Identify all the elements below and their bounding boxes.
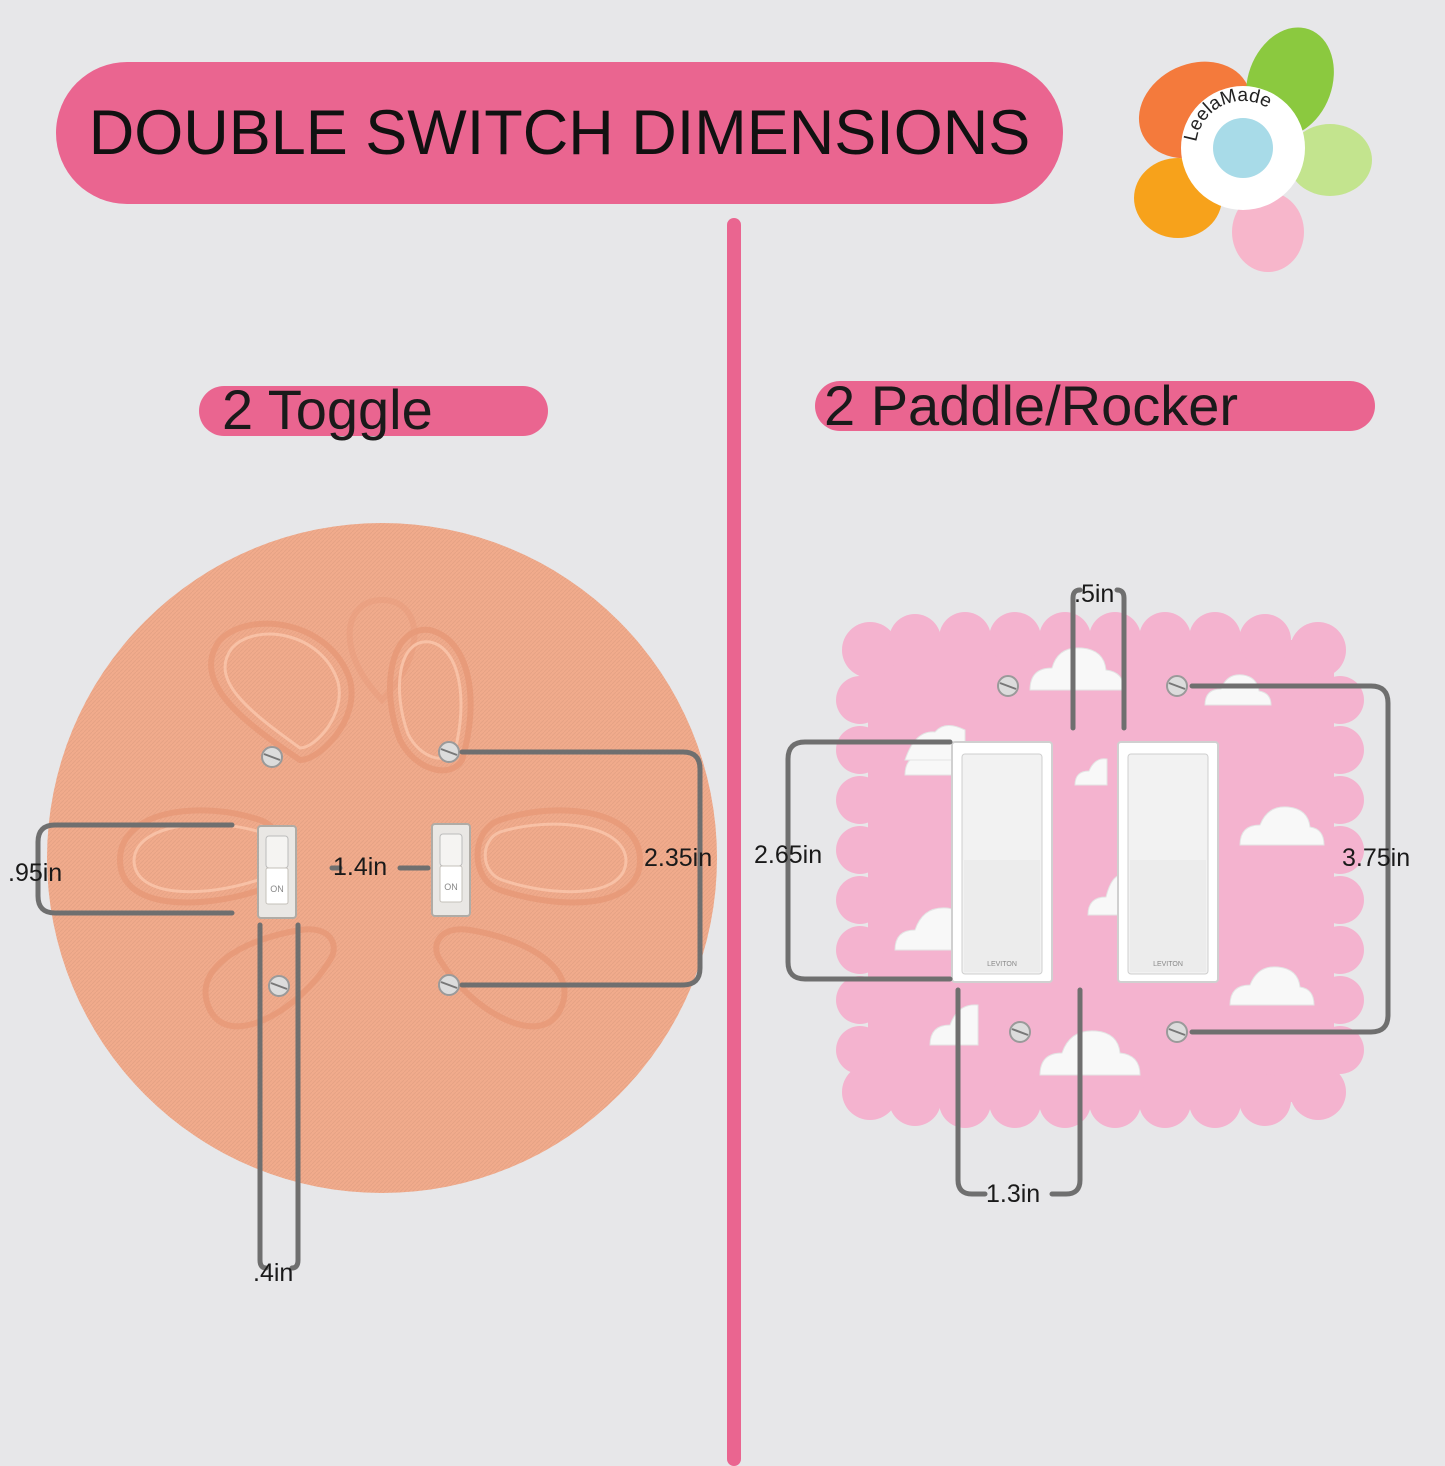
- rocker-section-label: 2 Paddle/Rocker: [824, 374, 1239, 437]
- rocker-label-pill: [815, 381, 1375, 431]
- leelamade-logo: LeelaMade: [1134, 27, 1372, 272]
- panel-divider: [727, 218, 741, 1466]
- switch-brand-left: LEVITON: [987, 961, 1017, 968]
- dim-line-screw-span-right: [1189, 683, 1391, 1035]
- dim-label-spacing: 1.4in: [333, 853, 388, 881]
- scalloped-rocker-plate: LEVITON LEVITON: [836, 612, 1364, 1128]
- toggle-label-pill: [199, 386, 548, 436]
- dim-line-screw-span: [459, 749, 703, 988]
- dim-label-opening-width: 1.3in: [986, 1180, 1041, 1208]
- dim-line-opening-width: [955, 987, 1083, 1197]
- dim-line-opening-height: [785, 739, 953, 982]
- toggle-screws: [261, 741, 460, 997]
- page-title: DOUBLE SWITCH DIMENSIONS: [88, 98, 1031, 168]
- dim-label-screw-span: 2.35in: [644, 844, 713, 872]
- toggle-dimension-lines: [35, 749, 703, 1271]
- dim-label-gap: .5in: [1074, 580, 1115, 608]
- dim-label-width: .4in: [253, 1259, 294, 1287]
- dim-label-opening-height: 2.65in: [754, 841, 823, 869]
- rocker-screws: [997, 675, 1188, 1043]
- rocker-switch-left: [951, 741, 1053, 983]
- dim-line-gap: [1070, 587, 1127, 731]
- switch-on-text-left: ON: [270, 884, 284, 894]
- switch-brand-right: LEVITON: [1153, 961, 1183, 968]
- dim-label-height: .95in: [8, 859, 63, 887]
- toggle-switch-right: [431, 823, 471, 917]
- plate-clouds: [894, 647, 1325, 1076]
- dim-line-width: [257, 922, 301, 1271]
- embossed-flower: [116, 596, 644, 1030]
- plate-scallops: [836, 612, 1364, 1128]
- dim-line-height: [35, 822, 235, 916]
- title-banner: DOUBLE SWITCH DIMENSIONS: [56, 62, 1063, 204]
- rocker-switch-right: [1117, 741, 1219, 983]
- round-toggle-plate: ON ON: [47, 523, 717, 1193]
- dim-label-screw-span-right: 3.75in: [1342, 844, 1411, 872]
- toggle-section-label: 2 Toggle: [222, 378, 433, 441]
- logo-center: [1213, 118, 1273, 178]
- toggle-switch-left: [257, 825, 297, 919]
- switch-on-text-right: ON: [444, 882, 458, 892]
- logo-petal-3: [1288, 124, 1372, 196]
- logo-petal-5: [1232, 192, 1304, 272]
- rocker-dimension-lines: [785, 587, 1391, 1197]
